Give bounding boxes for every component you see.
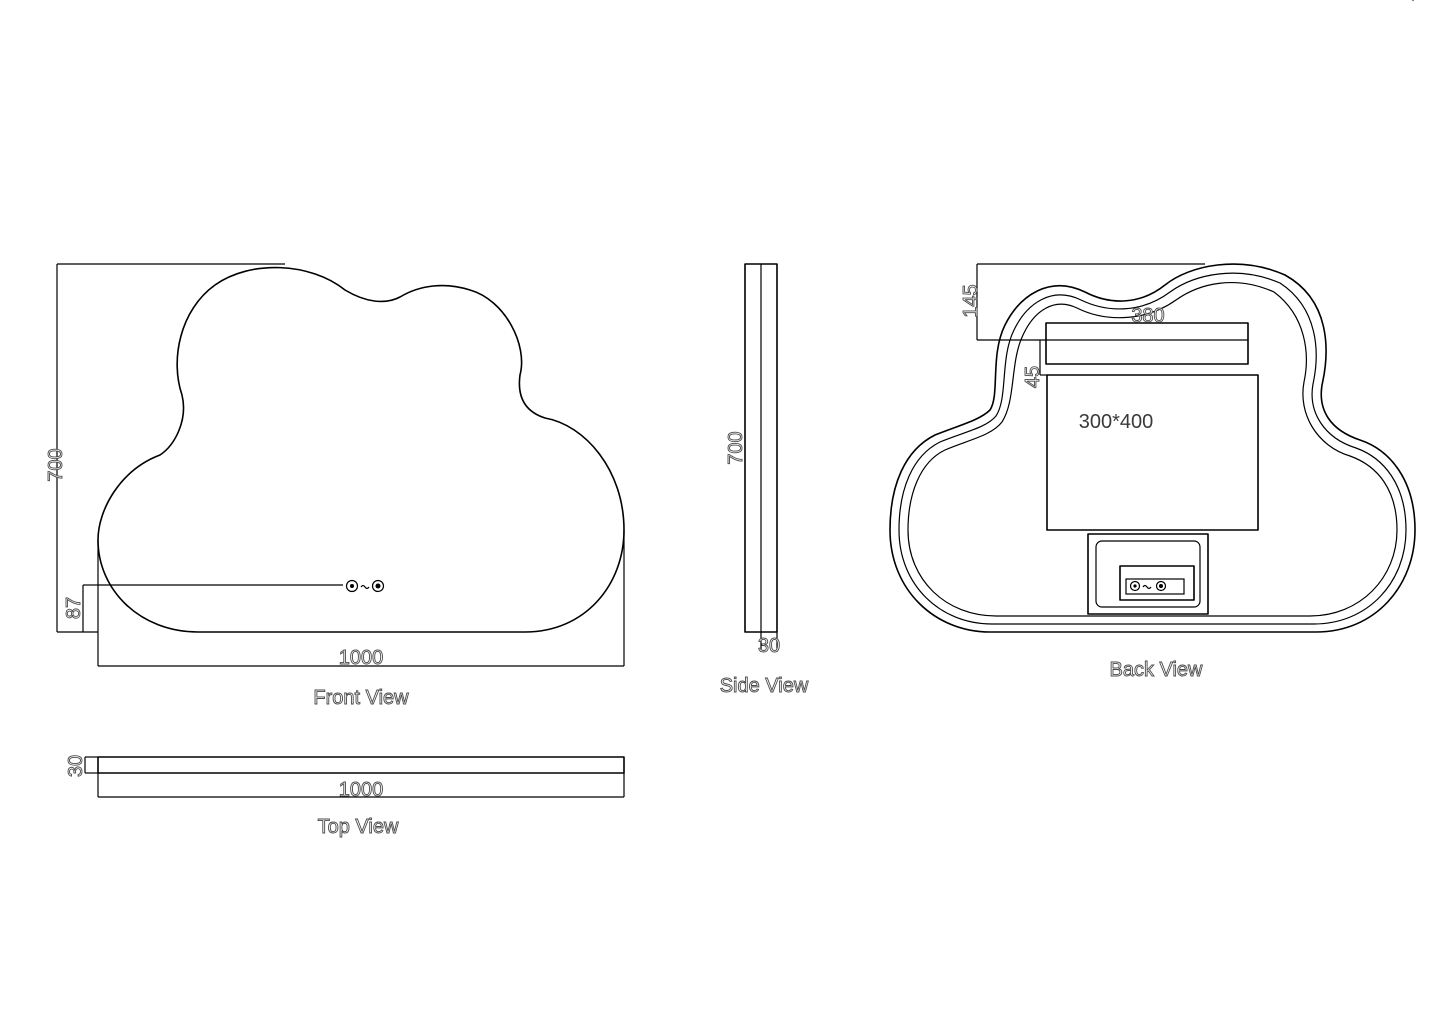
- front-width-label: 1000: [339, 647, 384, 669]
- front-view: 700 87 1000 Front View: [45, 263, 625, 709]
- dimmer-icon: [1155, 580, 1167, 592]
- back-cloud-outer-outline: [889, 263, 1416, 633]
- back-switch-panel: [1119, 565, 1195, 601]
- back-panel: [1046, 374, 1259, 531]
- back-switch-box: [1087, 533, 1209, 615]
- dimmer-icon: [371, 579, 385, 593]
- back-switch-strip: [1125, 578, 1185, 595]
- front-view-title: Front View: [313, 687, 409, 709]
- back-cloud-inner-2: [907, 282, 1398, 617]
- defog-icon: [360, 584, 370, 590]
- side-view-title: Side View: [720, 675, 809, 697]
- back-bracket-width-label: 380: [1131, 305, 1164, 327]
- side-depth-label: 30: [758, 635, 780, 657]
- back-view: 300*400 145 380 45 Back View: [889, 0, 1416, 681]
- back-cloud-inner-1: [898, 272, 1407, 625]
- top-outline: [97, 756, 625, 774]
- front-cloud-outline: [97, 266, 625, 633]
- power-icon: [345, 579, 359, 593]
- back-switch-recess: [1095, 540, 1201, 608]
- back-view-title: Back View: [1109, 659, 1203, 681]
- side-height-label: 700: [725, 431, 747, 464]
- back-top-offset-label: 145: [960, 284, 982, 317]
- back-bracket: [1045, 322, 1249, 365]
- top-view: 30 1000 Top View: [65, 754, 625, 838]
- back-bracket-gap-label: 45: [1022, 366, 1044, 388]
- top-view-title: Top View: [318, 816, 399, 838]
- side-view: 700 30 Side View: [719, 263, 809, 697]
- top-width-label: 1000: [339, 779, 384, 801]
- front-height-label: 700: [45, 448, 67, 481]
- top-depth-label: 30: [65, 755, 87, 777]
- front-switch-height-label: 87: [63, 597, 85, 619]
- power-icon: [1129, 580, 1141, 592]
- back-panel-size-label: 300*400: [1079, 411, 1154, 433]
- defog-icon: [1142, 584, 1152, 590]
